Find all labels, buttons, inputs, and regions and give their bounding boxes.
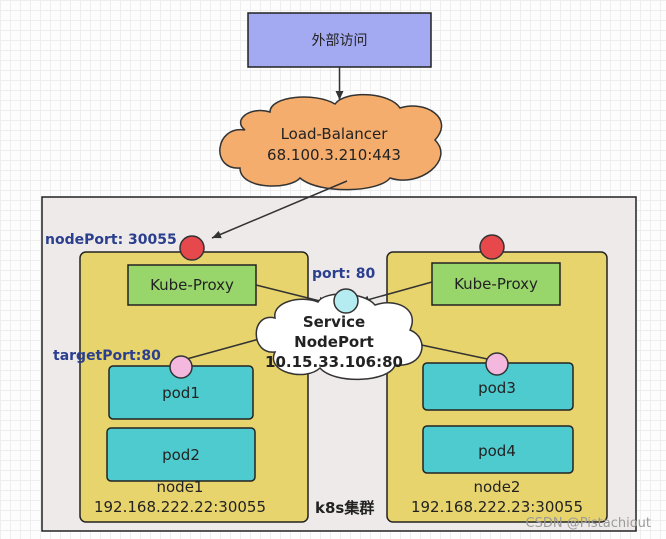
- node1-kube-proxy: [127, 264, 257, 306]
- nodeport-label: nodePort: 30055: [45, 232, 177, 248]
- external-access-label: 外部访问: [312, 33, 368, 49]
- csdn-watermark: CSDN @Pistachiout: [526, 516, 652, 531]
- node1-pod1-label: pod1: [162, 384, 200, 402]
- node1-box: Kube-Proxy pod1 pod2 node1 192.168.222.2…: [79, 251, 309, 523]
- proxy2-to-service-arrow: [359, 281, 433, 304]
- load-balancer-address: 68.100.3.210:443: [267, 146, 401, 164]
- service-address: 10.15.33.106:80: [265, 353, 403, 371]
- node2-name: node2: [474, 478, 521, 496]
- load-balancer-name: Load-Balancer: [281, 125, 389, 143]
- pod3-targetport-circle: [485, 352, 509, 376]
- node2-pod4: [422, 425, 574, 474]
- node1-pod2: [106, 427, 256, 482]
- node2-kube-proxy-label: Kube-Proxy: [454, 275, 538, 293]
- service-title: Service: [303, 313, 365, 331]
- node1-name: node1: [157, 478, 204, 496]
- node1-pod2-label: pod2: [162, 446, 200, 464]
- node2-pod3-label: pod3: [478, 379, 516, 397]
- lb-to-nodeport-arrow: [211, 180, 348, 239]
- service-cloud: Service NodePort 10.15.33.106:80: [255, 293, 423, 380]
- k8s-cluster-label: k8s集群: [315, 499, 374, 517]
- node2-kube-proxy: [431, 262, 561, 306]
- node2-address: 192.168.222.23:30055: [411, 498, 583, 516]
- node2-nodeport-circle: [479, 234, 505, 260]
- load-balancer-cloud: Load-Balancer 68.100.3.210:443: [219, 94, 443, 191]
- external-access-box: 外部访问: [247, 12, 432, 68]
- service-port-circle: [333, 288, 359, 314]
- node2-pod4-label: pod4: [478, 442, 516, 460]
- pod1-targetport-circle: [169, 355, 193, 379]
- proxy1-to-service-arrow: [255, 284, 329, 305]
- port-label: port: 80: [312, 266, 375, 282]
- service-type: NodePort: [294, 333, 374, 351]
- node2-box: Kube-Proxy pod3 pod4 node2 192.168.222.2…: [386, 251, 608, 523]
- node1-address: 192.168.222.22:30055: [94, 498, 266, 516]
- node1-kube-proxy-label: Kube-Proxy: [150, 276, 234, 294]
- targetport-label: targetPort:80: [53, 348, 161, 364]
- node1-nodeport-circle: [179, 235, 205, 261]
